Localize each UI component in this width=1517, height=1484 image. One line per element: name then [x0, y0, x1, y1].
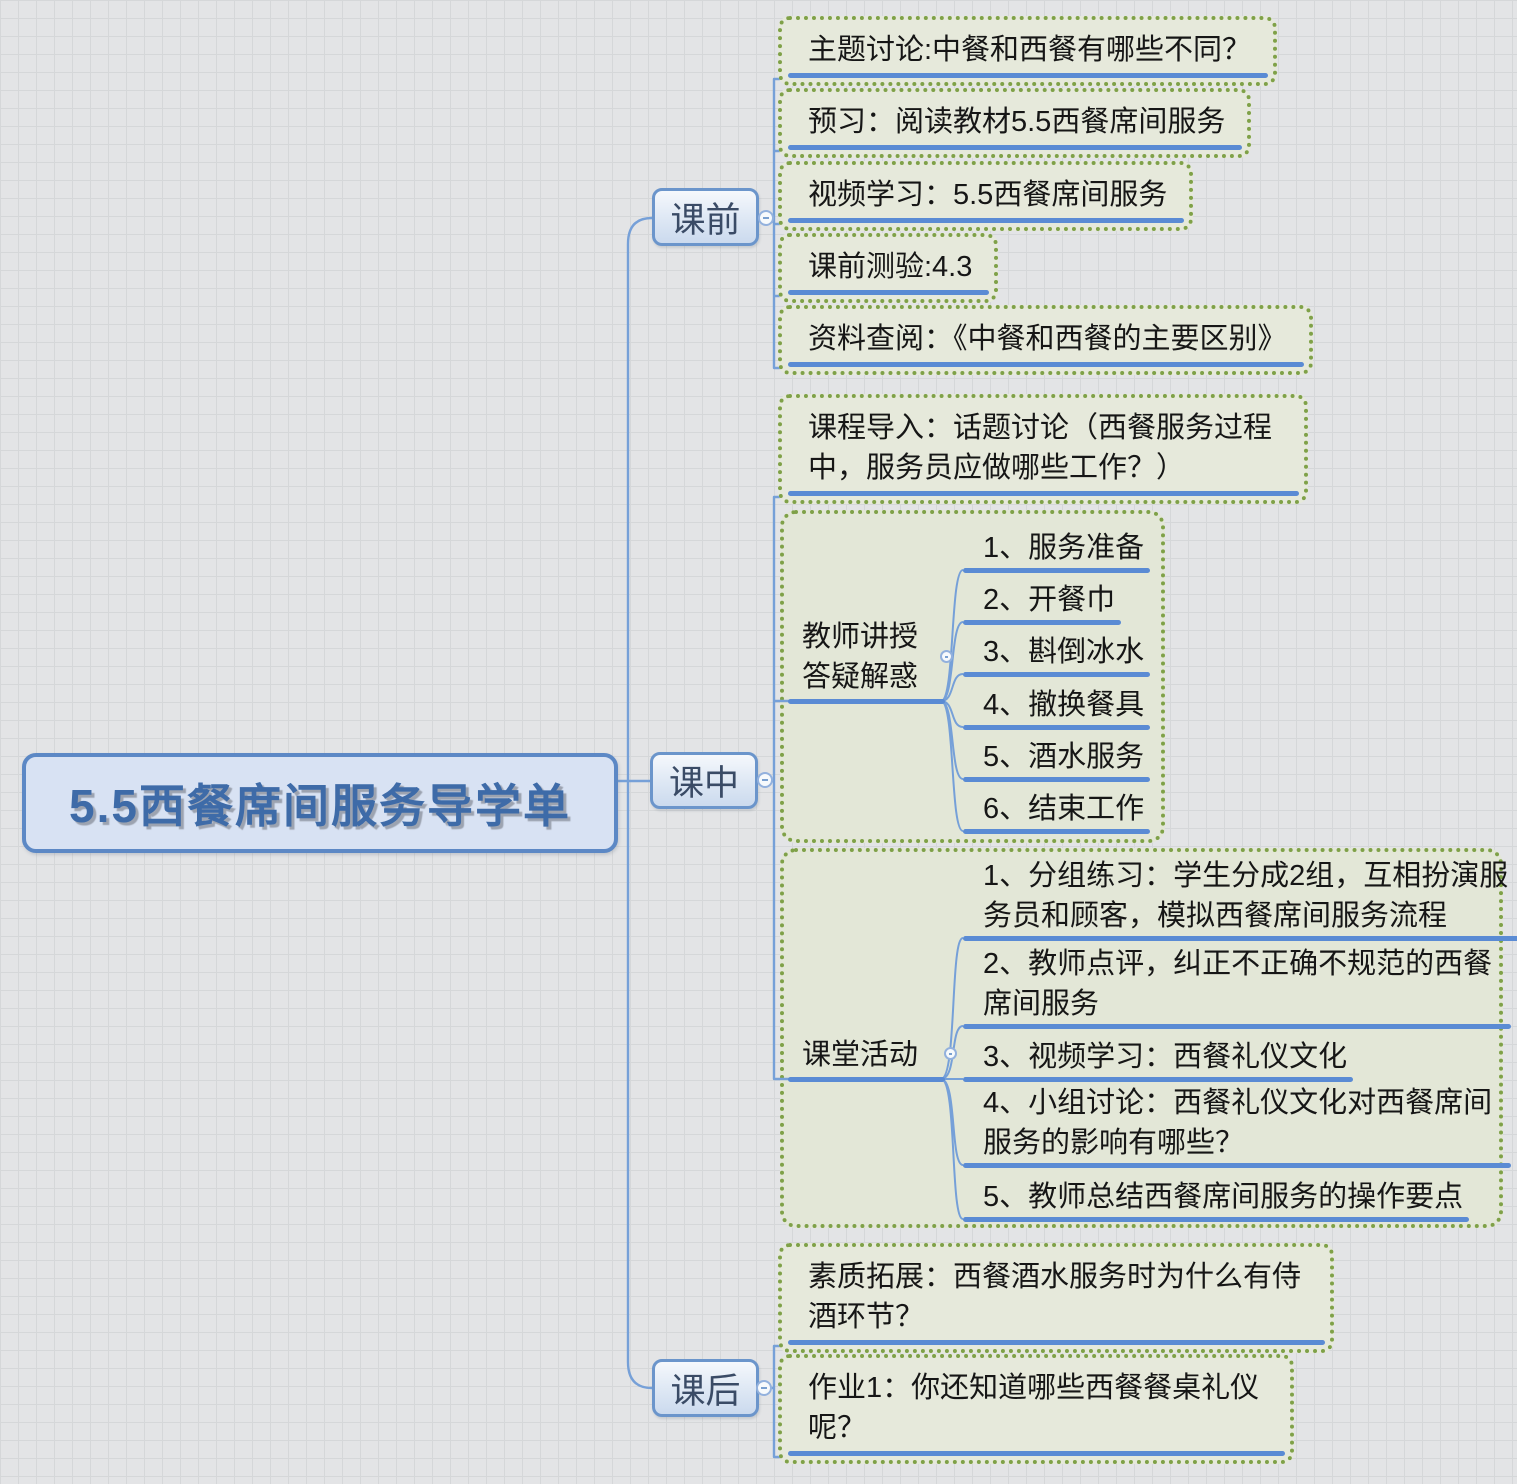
- activity-teacher-comment[interactable]: 2、教师点评，纠正不正确不规范的西餐席间服务: [963, 944, 1511, 1029]
- collapse-button-teacher-lecture[interactable]: [940, 650, 953, 663]
- connector-trunk: [626, 216, 654, 1390]
- collapse-button-class-activity[interactable]: [944, 1047, 957, 1060]
- activity-teacher-summary[interactable]: 5、教师总结西餐席间服务的操作要点: [963, 1177, 1470, 1222]
- topic-video-learning[interactable]: 视频学习：5.5西餐席间服务: [778, 161, 1194, 231]
- step-service-prep[interactable]: 1、服务准备: [963, 528, 1151, 573]
- group-label-class-activity[interactable]: 课堂活动: [788, 1033, 945, 1082]
- collapse-button-before-class[interactable]: [758, 210, 774, 226]
- topic-reference-reading[interactable]: 资料查阅：《中餐和西餐的主要区别》: [778, 305, 1313, 375]
- collapse-button-after-class[interactable]: [756, 1380, 772, 1396]
- topic-course-intro[interactable]: 课程导入：话题讨论（西餐服务过程中，服务员应做哪些工作？）: [778, 394, 1308, 504]
- activity-group-practice[interactable]: 1、分组练习：学生分成2组，互相扮演服务员和顾客，模拟西餐席间服务流程: [963, 856, 1517, 941]
- activity-video-etiquette[interactable]: 3、视频学习：西餐礼仪文化: [963, 1037, 1354, 1082]
- topic-quality-extension[interactable]: 素质拓展：西餐酒水服务时为什么有侍酒环节？: [778, 1243, 1334, 1353]
- step-finish-work[interactable]: 6、结束工作: [963, 789, 1151, 834]
- root-topic[interactable]: 5.5西餐席间服务导学单: [22, 753, 618, 853]
- topic-homework-1[interactable]: 作业1：你还知道哪些西餐餐桌礼仪呢？: [778, 1354, 1294, 1464]
- step-change-tableware[interactable]: 4、撤换餐具: [963, 685, 1151, 730]
- topic-theme-discussion[interactable]: 主题讨论:中餐和西餐有哪些不同？: [778, 16, 1278, 86]
- step-open-napkin[interactable]: 2、开餐巾: [963, 580, 1122, 625]
- step-beverage-service[interactable]: 5、酒水服务: [963, 737, 1151, 782]
- topic-pre-class-quiz[interactable]: 课前测验:4.3: [778, 233, 999, 303]
- connector-group1-curves: [940, 569, 964, 832]
- connector-mid-fan: [763, 495, 802, 1081]
- branch-during-class[interactable]: 课中: [650, 752, 758, 809]
- collapse-button-during-class[interactable]: [757, 772, 773, 788]
- step-pour-ice-water[interactable]: 3、斟倒冰水: [963, 632, 1151, 677]
- topic-preview-reading[interactable]: 预习：阅读教材5.5西餐席间服务: [778, 88, 1252, 158]
- group-label-teacher-lecture[interactable]: 教师讲授答疑解惑: [788, 615, 945, 704]
- branch-before-class[interactable]: 课前: [652, 188, 759, 246]
- branch-after-class[interactable]: 课后: [652, 1359, 759, 1417]
- activity-group-discussion[interactable]: 4、小组讨论：西餐礼仪文化对西餐席间服务的影响有哪些？: [963, 1083, 1511, 1168]
